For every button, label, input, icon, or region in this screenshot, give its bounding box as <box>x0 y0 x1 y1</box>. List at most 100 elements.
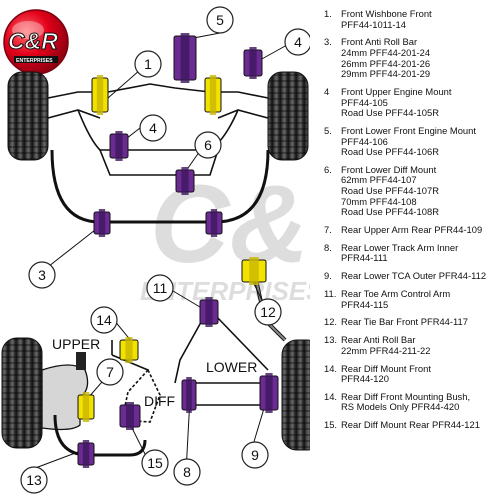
legend-item-number: 5. <box>324 124 332 136</box>
legend-item: 9. Rear Lower TCA Outer PFR44-112 <box>320 271 496 282</box>
lower-label: LOWER <box>206 359 257 375</box>
legend-item-line: PFF44-105 <box>341 96 388 108</box>
legend-item-line: Road Use PFF44-105R <box>341 107 439 119</box>
callout-4: 4 <box>284 28 310 56</box>
callout-number: 3 <box>38 267 46 283</box>
callout-1: 1 <box>134 50 162 78</box>
front-anti-roll-bar <box>50 149 270 224</box>
legend-item-line: 26mm PFF44-201-26 <box>341 57 431 69</box>
legend-item-line: Rear Upper Arm Rear PFR44-109 <box>341 224 483 236</box>
legend-item-line: 24mm PFF44-201-24 <box>341 46 431 58</box>
legend-item-number: 12. <box>324 316 338 328</box>
legend-item: 14.Rear Diff Front Mounting Bush,RS Mode… <box>320 390 496 413</box>
logo-subtext: ENTERPRISES <box>16 58 53 64</box>
callout-number: 11 <box>153 280 168 296</box>
rear-left-upright <box>41 352 89 431</box>
diff-label: DIFF <box>144 393 175 409</box>
callout-5: 5 <box>206 6 234 34</box>
callout-number: 14 <box>96 312 112 328</box>
upper-label: UPPER <box>52 336 100 352</box>
watermark: C&R ENTERPRISES <box>140 163 310 306</box>
rear-anti-roll-bar-bush <box>77 440 95 468</box>
callout-number: 6 <box>204 137 212 153</box>
front-anti-roll-bar-bush-right <box>205 209 223 237</box>
legend-item-line: 62mm PFF44-107 <box>341 174 417 186</box>
callout-3: 3 <box>28 261 56 289</box>
front-upper-engine-mount-bush-left <box>109 131 129 161</box>
logo-text: C&R <box>8 28 58 54</box>
front-wishbone-bush-left <box>91 75 109 115</box>
callout-number: 9 <box>251 447 259 463</box>
legend-item-number: 15. <box>324 419 338 431</box>
callout-13: 13 <box>20 466 48 494</box>
front-upper-engine-mount-bush-right <box>243 47 263 79</box>
front-anti-roll-bar-bush-left <box>93 209 111 237</box>
legend-item: 7.Rear Upper Arm Rear PFR44-109 <box>320 224 496 236</box>
legend-item-number: 1. <box>324 8 332 19</box>
legend-item-line: PFR44-111 <box>341 252 388 264</box>
callout-number: 15 <box>147 455 163 471</box>
legend-item-line: PFR44-120 <box>341 373 389 385</box>
bushes <box>77 33 279 468</box>
callout-14: 14 <box>90 306 118 334</box>
legend-item-line: PFF44-106 <box>341 135 388 147</box>
legend-item-line: Road Use PFF44-108R <box>341 206 439 218</box>
legend-item-number: 4 <box>324 85 330 97</box>
callout-number: 8 <box>183 464 191 480</box>
cr-logo: C&R ENTERPRISES <box>3 9 69 75</box>
suspension-diagram: C&R ENTERPRISES C&R ENTERPRISES <box>1 6 310 494</box>
rear-diff-mount-front-bush <box>119 337 139 363</box>
rear-lower-track-arm-inner-bush <box>181 377 197 413</box>
legend-item-line: Front Wishbone Front <box>341 8 432 19</box>
rear-lower-tca-outer-bush <box>259 373 279 413</box>
rear-diff-mount-rear-bush <box>119 402 141 430</box>
legend-item-number: 14. <box>324 390 338 402</box>
legend-item-line: Rear Lower Track Arm Inner <box>341 241 459 253</box>
legend-item-line: 70mm PFF44-108 <box>341 195 417 207</box>
legend-item-line: Rear Anti Roll Bar <box>341 334 416 346</box>
front-subframe <box>47 83 269 176</box>
legend-item-number: 6. <box>324 163 332 175</box>
legend-item-number: 9. <box>324 270 332 282</box>
front-lower-front-engine-mount-bush <box>173 33 197 83</box>
callout-7: 7 <box>96 358 124 386</box>
callout-number: 4 <box>149 120 157 136</box>
legend-item-line: RS Models Only PFR44-420 <box>341 401 460 413</box>
legend-item-line: Road Use PFF44-106R <box>341 146 439 158</box>
callout-number: 5 <box>216 12 224 28</box>
legend-item-line: Rear Lower TCA Outer PFR44-112 <box>341 270 487 282</box>
rear-tie-bar-front-bush <box>241 257 267 285</box>
callout-15: 15 <box>141 449 169 477</box>
callout-number: 12 <box>260 304 276 320</box>
rear-upper-arm-rear-bush <box>77 392 95 422</box>
legend-item-line: Rear Diff Front Mounting Bush, <box>341 390 471 402</box>
callout-number: 7 <box>106 364 114 380</box>
front-wishbone-bush-right <box>204 75 222 115</box>
legend-item-number: 13. <box>324 334 338 346</box>
legend-item-number: 8. <box>324 241 332 253</box>
callout-12: 12 <box>254 298 282 326</box>
callout-9: 9 <box>241 441 269 469</box>
legend-item-line: 29mm PFF44-201-29 <box>341 68 431 80</box>
legend-item-line: Rear Toe Arm Control Arm <box>341 287 451 299</box>
rear-toe-arm-bush <box>199 297 219 327</box>
legend-item-number: 3. <box>324 36 332 48</box>
legend-item-line: Front Upper Engine Mount <box>341 85 452 97</box>
legend-item-line: Rear Diff Mount Front <box>341 362 431 374</box>
legend-item-line: Road Use PFF44-107R <box>341 185 439 197</box>
front-lower-diff-mount-bush <box>175 167 195 195</box>
callout-number: 13 <box>26 472 42 488</box>
legend-item-line: 22mm PFR44-211-22 <box>341 344 431 356</box>
watermark-text: C&R <box>150 163 310 286</box>
callout-number: 4 <box>294 34 302 50</box>
